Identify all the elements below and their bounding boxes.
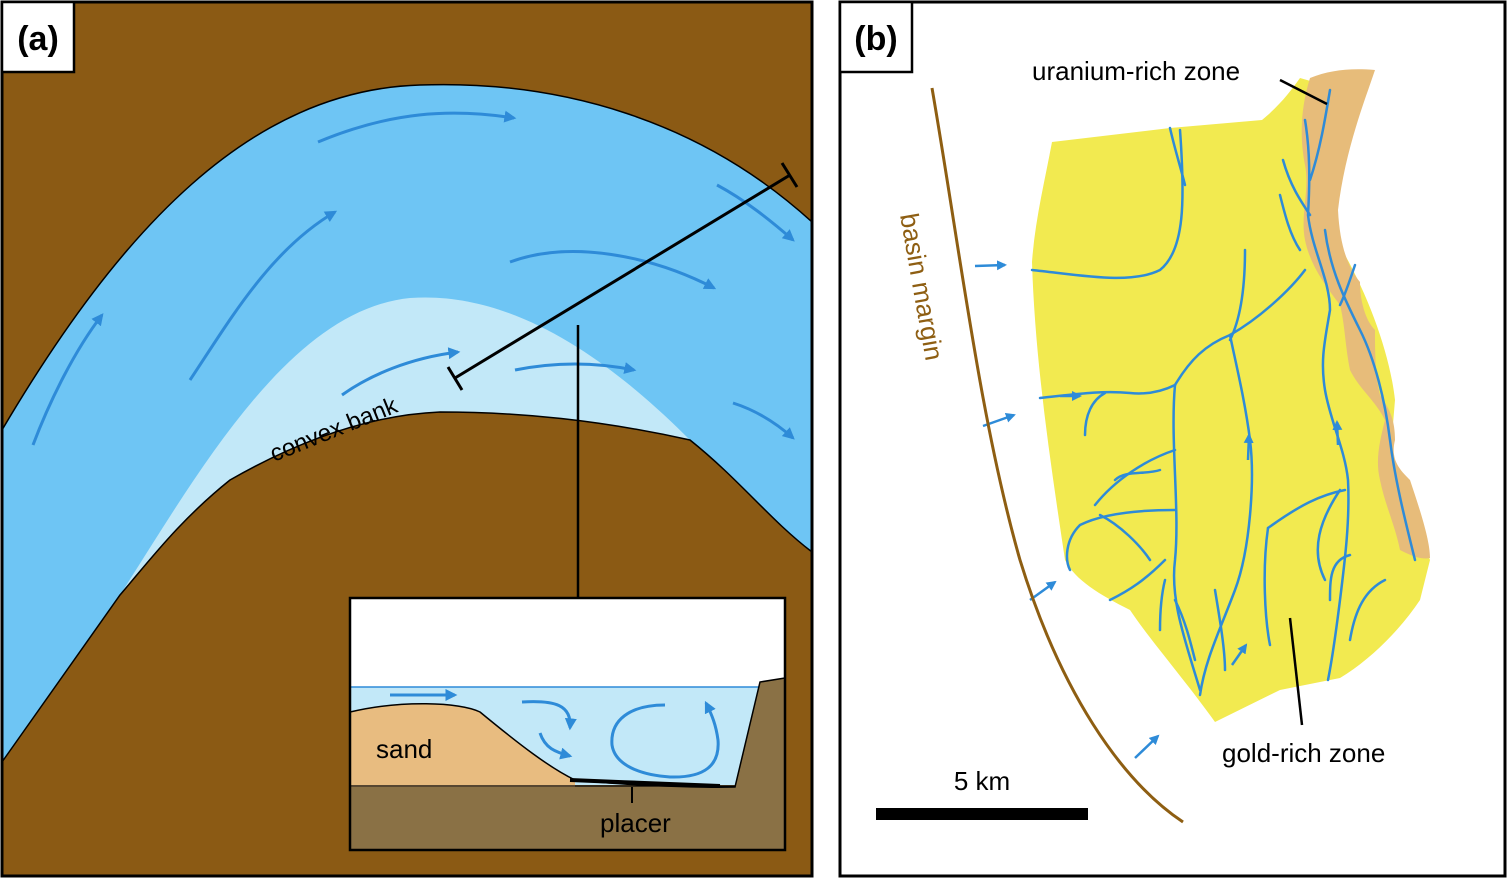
stream [1228,248,1247,342]
flow-arrow [1332,420,1343,446]
flow-arrows [31,110,795,446]
stream [1328,553,1352,602]
gold-leader-line [1288,617,1304,726]
uranium-leader-line [1279,78,1328,106]
flow-arrow [514,362,637,374]
stream [1093,448,1177,507]
inflow-arrow [1029,580,1057,602]
placer-label: placer [600,808,671,838]
stream [1083,391,1107,437]
stream [1098,513,1152,562]
inflow-arrow [1134,734,1160,759]
inset-flow-arrows [390,689,720,779]
stream [1173,598,1197,662]
flow-arrow [509,250,717,290]
stream [1213,588,1227,672]
stream [1308,88,1332,182]
uranium-rich-zone [1301,69,1430,559]
stream [1348,578,1387,642]
stream [1323,228,1417,562]
convex-bank-shallow [120,297,690,595]
flow-arrow [732,401,795,440]
inner-bank-line [2,411,812,763]
stream [1113,468,1162,482]
flow-arrow [31,313,104,446]
outer-bank-line [2,83,812,431]
cross-section-line [446,162,799,391]
stream [1263,526,1272,647]
stream-network [1030,88,1417,697]
flow-arrow [1243,433,1254,461]
stream [1030,128,1184,280]
scale-bar [876,808,1088,820]
uranium-rich-zone-label: uranium-rich zone [1032,56,1240,86]
panel-a-label-box [0,0,76,74]
stream [1278,193,1302,252]
flow-arrow [188,210,338,381]
basin-margin-line [930,87,1184,824]
cross-section-inset: sand placer [348,596,787,852]
stream [1108,558,1167,602]
inflow-arrow [974,260,1007,271]
stream [1172,383,1202,692]
panel-b-label-box [838,0,914,74]
flow-arrow [317,110,517,144]
panel-b: basin margin uranium-rich zone gold-rich… [838,0,1507,878]
eddy-arrow [610,700,720,779]
scale-bar-label: 5 km [954,766,1010,796]
stream [1168,126,1187,187]
inset-frame [348,596,787,852]
stream [1065,508,1177,572]
channel-bank [735,678,785,787]
stream [1316,488,1342,582]
sand-body [350,703,575,787]
flow-arrow [716,183,795,242]
gold-rich-zone-label: gold-rich zone [1222,738,1385,768]
bedrock [350,785,785,850]
stream [1158,578,1167,632]
flow-arrow [1230,643,1248,666]
flow-arrow [521,700,577,731]
flow-arrow [538,732,573,760]
panel-a-frame [0,0,814,878]
flow-arrow [341,347,461,397]
panel-a: convex bank sand [0,0,814,878]
stream [1281,158,1312,217]
panel-b-label: (b) [854,20,897,58]
stream [1338,263,1357,307]
stream [1198,333,1254,697]
placer-layer [569,778,721,788]
stream [1303,118,1350,682]
panel-a-label: (a) [17,20,59,58]
sand-label: sand [376,734,432,764]
